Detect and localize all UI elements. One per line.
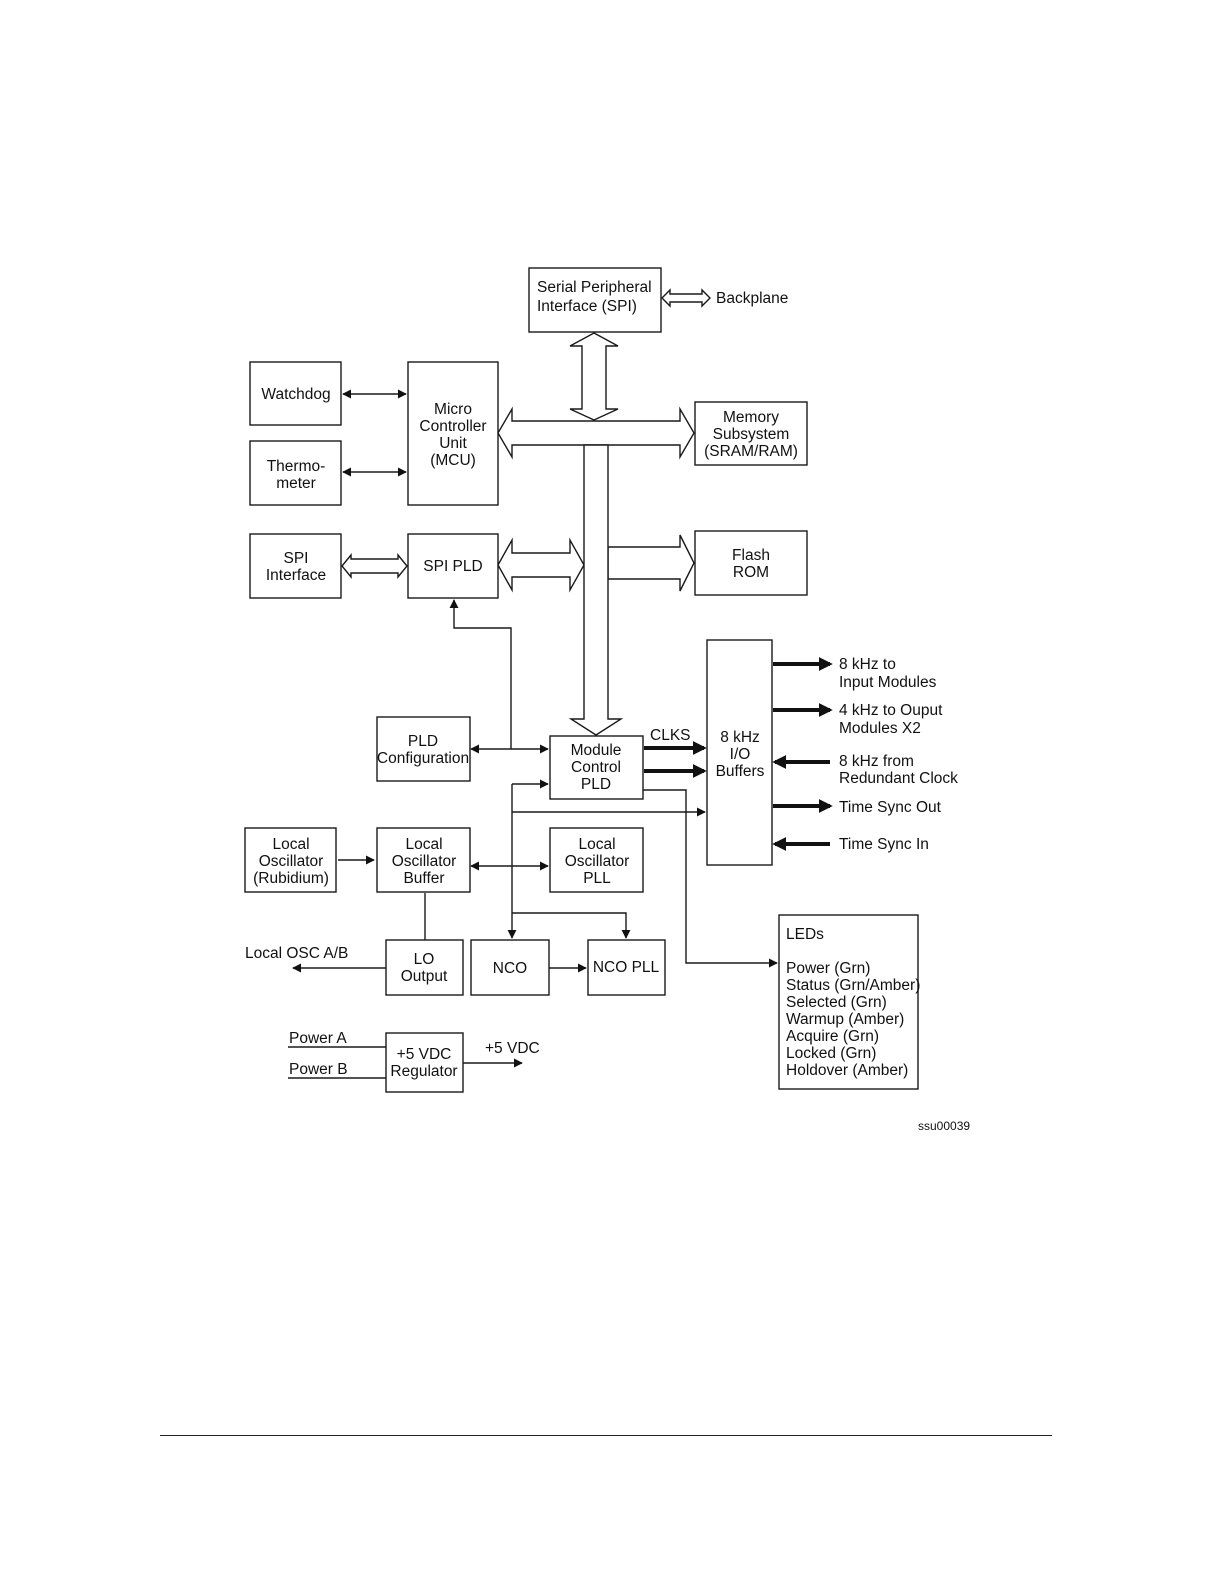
pld-config-label-2: Configuration [377, 750, 469, 767]
osc-pll-label-1: Local [578, 836, 615, 853]
spi-pld-label: SPI PLD [423, 558, 482, 575]
osc-buffer-label-2: Oscillator [392, 853, 457, 870]
vdc-out-label: +5 VDC [485, 1040, 540, 1057]
main-vertical-bus [568, 444, 624, 736]
footer-rule [160, 1435, 1052, 1436]
flash-block: Flash ROM [694, 530, 808, 596]
led-selected: Selected (Grn) [786, 994, 887, 1011]
memory-label-1: Memory [723, 409, 779, 426]
led-status: Status (Grn/Amber) [786, 977, 920, 994]
lo-output-label-2: Output [401, 968, 448, 985]
local-osc-label-1: Local [272, 836, 309, 853]
led-locked: Locked (Grn) [786, 1045, 876, 1062]
io-buffers-label-2: I/O [730, 746, 751, 763]
regulator-label-1: +5 VDC [397, 1046, 452, 1063]
io-4khz-output-label-1: 4 kHz to Ouput [839, 702, 943, 719]
lo-output-block: LO Output [385, 939, 464, 996]
memory-label-2: Subsystem [713, 426, 790, 443]
nco-label: NCO [493, 960, 527, 977]
oscillator-buffer-block: Local Oscillator Buffer [376, 827, 471, 893]
time-sync-in-label: Time Sync In [839, 836, 929, 853]
io-8khz-input-label-1: 8 kHz to [839, 656, 896, 673]
osc-pll-label-3: PLL [583, 870, 611, 887]
memory-label-3: (SRAM/RAM) [704, 443, 798, 460]
module-control-label-1: Module [571, 742, 622, 759]
io-8khz-redundant-label-2: Redundant Clock [839, 770, 958, 787]
spi-interface-label-2: Interface [266, 567, 326, 584]
clks-label: CLKS [650, 727, 691, 744]
spi-block: Serial Peripheral Interface (SPI) [528, 267, 662, 333]
mcu-label-3: Unit [439, 435, 467, 452]
mcu-label-1: Micro [434, 401, 472, 418]
local-osc-label-3: (Rubidium) [253, 870, 329, 887]
io-8khz-input-label-2: Input Modules [839, 674, 937, 691]
osc-buffer-label-3: Buffer [403, 870, 444, 887]
spi-interface-label-1: SPI [284, 550, 309, 567]
oscillator-pll-block: Local Oscillator PLL [549, 827, 644, 893]
leds-title: LEDs [786, 926, 824, 943]
led-holdover: Holdover (Amber) [786, 1062, 908, 1079]
time-sync-out-label: Time Sync Out [839, 799, 942, 816]
watchdog-label: Watchdog [261, 386, 330, 403]
leds-block: LEDs Power (Grn) Status (Grn/Amber) Sele… [778, 914, 920, 1090]
thermometer-label-1: Thermo- [267, 458, 326, 475]
pld-configuration-block: PLD Configuration [376, 716, 471, 782]
module-control-label-3: PLD [581, 776, 611, 793]
lo-output-label-1: LO [414, 951, 435, 968]
power-a-label: Power A [289, 1030, 347, 1047]
local-osc-label-2: Oscillator [259, 853, 324, 870]
local-osc-ab-label: Local OSC A/B [245, 945, 348, 962]
nco-block: NCO [470, 939, 550, 996]
thermometer-block: Thermo- meter [249, 440, 342, 506]
mcu-label-4: (MCU) [430, 452, 476, 469]
bus-arrows [341, 288, 711, 736]
io-8khz-redundant-label-1: 8 kHz from [839, 753, 914, 770]
regulator-label-2: Regulator [390, 1063, 457, 1080]
thick-wires [644, 657, 833, 851]
spi-label-2: Interface (SPI) [537, 298, 637, 315]
led-power: Power (Grn) [786, 960, 870, 977]
spi-vertical-bus [569, 332, 619, 421]
spi-interface-bus [341, 553, 408, 579]
regulator-block: +5 VDC Regulator [385, 1032, 464, 1093]
power-b-label: Power B [289, 1061, 348, 1078]
module-control-label-2: Control [571, 759, 621, 776]
osc-pll-label-2: Oscillator [565, 853, 630, 870]
spi-interface-block: SPI Interface [249, 533, 342, 599]
spi-pld-bus [497, 537, 585, 593]
mcu-label-2: Controller [419, 418, 486, 435]
flash-bus [607, 534, 695, 592]
io-4khz-output-label-2: Modules X2 [839, 720, 921, 737]
io-buffers-label-1: 8 kHz [720, 729, 760, 746]
figure-id-label: ssu00039 [918, 1119, 970, 1133]
io-buffers-block: 8 kHz I/O Buffers [706, 639, 773, 866]
memory-block: Memory Subsystem (SRAM/RAM) [694, 401, 808, 466]
signal-wires [288, 389, 778, 1079]
module-control-pld-block: Module Control PLD [549, 735, 644, 800]
thermometer-label-2: meter [276, 475, 316, 492]
free-labels: Backplane CLKS 8 kHz to Input Modules 4 … [245, 290, 970, 1133]
io-buffers-label-3: Buffers [716, 763, 765, 780]
led-acquire: Acquire (Grn) [786, 1028, 879, 1045]
flash-label-1: Flash [732, 547, 770, 564]
led-warmup: Warmup (Amber) [786, 1011, 904, 1028]
local-oscillator-block: Local Oscillator (Rubidium) [244, 827, 337, 893]
pld-config-label-1: PLD [408, 733, 438, 750]
nco-pll-label: NCO PLL [593, 959, 660, 976]
mcu-block: Micro Controller Unit (MCU) [407, 361, 499, 506]
watchdog-block: Watchdog [249, 361, 342, 426]
osc-buffer-label-1: Local [405, 836, 442, 853]
backplane-bus-arrow [661, 288, 711, 308]
nco-pll-block: NCO PLL [587, 939, 666, 996]
spi-pld-block: SPI PLD [407, 533, 499, 599]
flash-label-2: ROM [733, 564, 769, 581]
spi-label-1: Serial Peripheral [537, 279, 652, 296]
mcu-memory-bus [497, 406, 695, 460]
backplane-label: Backplane [716, 290, 788, 307]
